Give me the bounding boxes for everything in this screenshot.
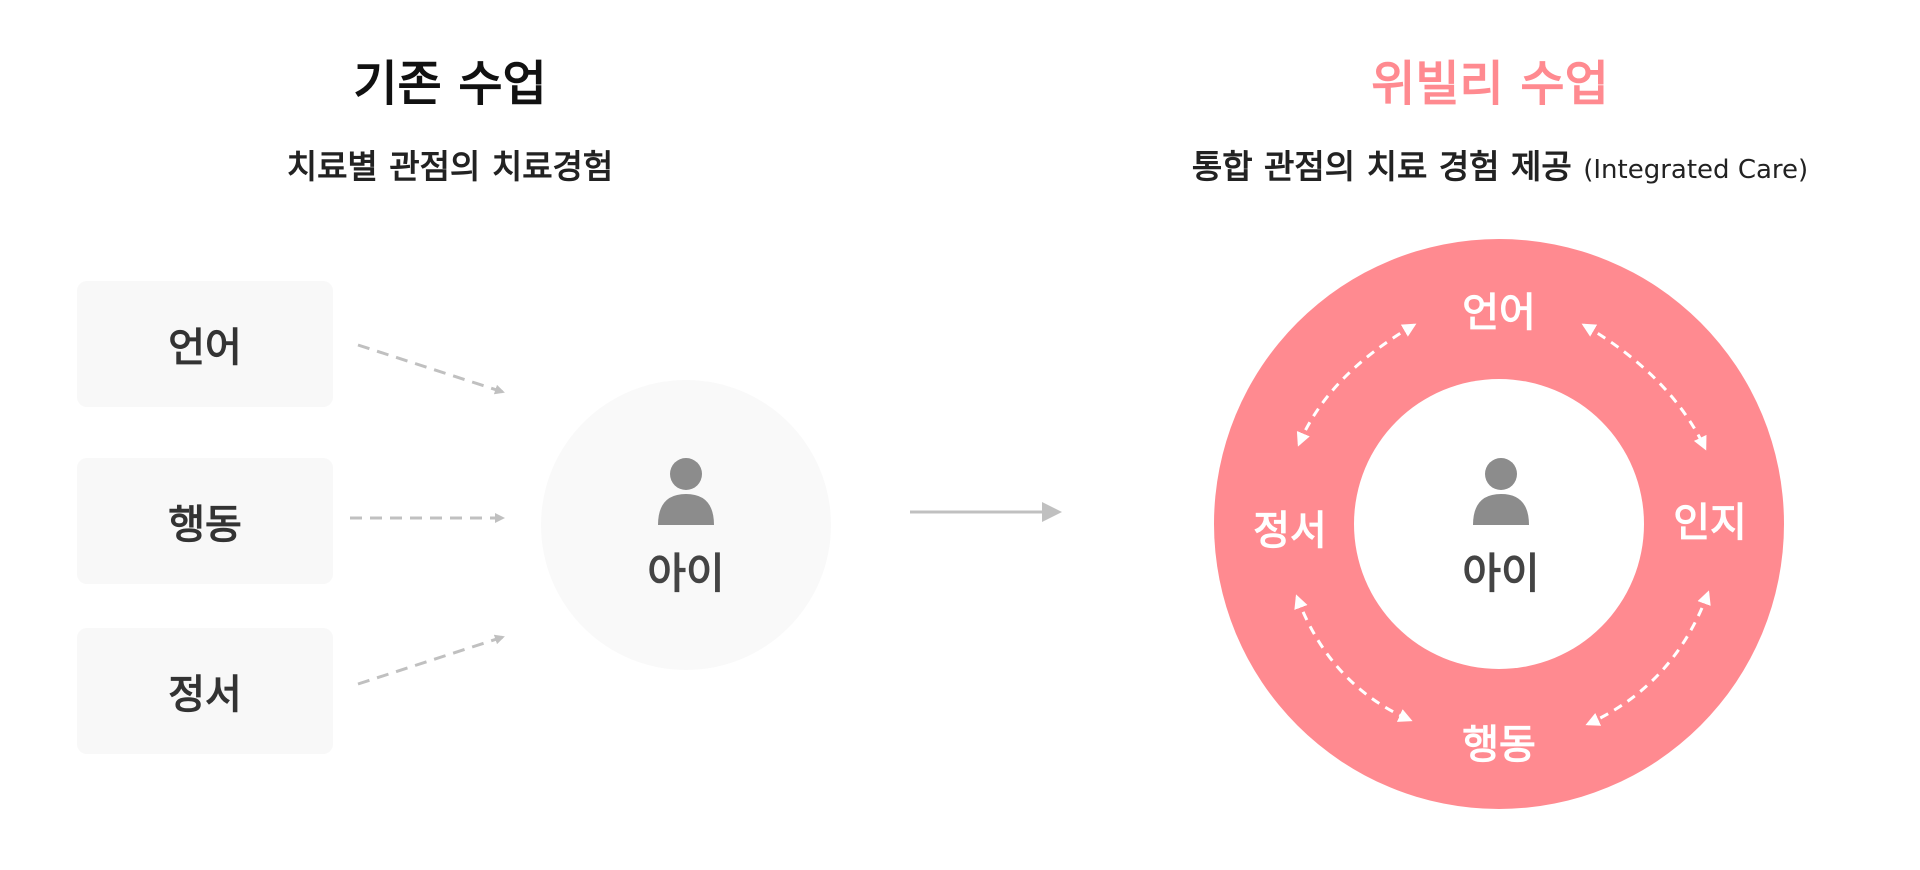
left-subtitle: 치료별 관점의 치료경험 <box>286 147 614 186</box>
ring-label-cognition: 인지 <box>1673 500 1747 546</box>
ring-label-language: 언어 <box>1462 290 1536 336</box>
arrow-language-to-child <box>357 343 505 395</box>
arc-emotion-behavior <box>1294 594 1413 722</box>
category-box-behavior: 행동 <box>77 458 333 584</box>
right-subtitle-text: 통합 관점의 치료 경험 제공 <box>1191 147 1572 186</box>
category-box-language: 언어 <box>77 281 333 407</box>
person-icon <box>1473 458 1529 525</box>
category-box-emotion: 정서 <box>77 628 333 754</box>
arc-language-cognition <box>1581 323 1707 451</box>
right-subtitle: 통합 관점의 치료 경험 제공 (Integrated Care) <box>1160 140 1840 188</box>
arc-language-emotion <box>1296 323 1417 447</box>
person-icon <box>658 458 714 525</box>
arc-cognition-behavior <box>1585 590 1711 726</box>
child-label: 아이 <box>647 549 725 598</box>
left-title: 기존 수업 <box>353 56 547 112</box>
category-label: 행동 <box>168 502 242 548</box>
category-label: 정서 <box>168 672 242 718</box>
category-label: 언어 <box>168 325 242 371</box>
right-title: 위빌리 수업 <box>1371 56 1609 112</box>
right-subtitle-note: (Integrated Care) <box>1583 155 1809 185</box>
child-label: 아이 <box>1462 549 1540 598</box>
ring-label-behavior: 행동 <box>1462 722 1536 768</box>
arrow-emotion-to-child <box>357 634 505 686</box>
ring-label-emotion: 정서 <box>1253 508 1327 554</box>
